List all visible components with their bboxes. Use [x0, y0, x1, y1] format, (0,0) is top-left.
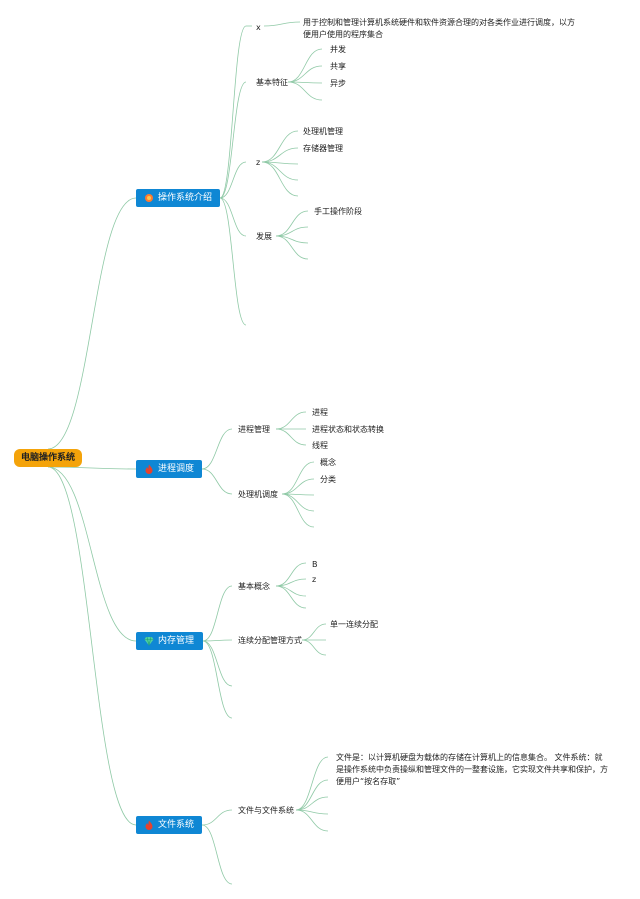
node-process-management[interactable]: 进程管理 [238, 425, 270, 434]
connector-branch-child [201, 809, 233, 826]
node-sharing[interactable]: 共享 [330, 62, 346, 71]
node-basic-concept[interactable]: 基本概念 [238, 582, 270, 591]
connector-child-leaf [261, 161, 299, 197]
connector-child-leaf [281, 478, 315, 495]
branch-memory-management[interactable]: 内存管理 [136, 632, 203, 650]
node-z[interactable]: z [256, 158, 261, 167]
node-development[interactable]: 发展 [256, 232, 272, 241]
branch-label: 内存管理 [158, 636, 195, 646]
node-file-description[interactable]: 文件是：以计算机硬盘为载体的存储在计算机上的信息集合。 文件系统：就是操作系统中… [336, 753, 608, 786]
connector-child-leaf [287, 65, 323, 83]
connector-child-leaf [261, 161, 299, 181]
connector-branch-child [202, 585, 233, 642]
connector-branch-child [202, 640, 233, 719]
node-process-state[interactable]: 进程状态和状态转换 [312, 425, 384, 434]
branch-label: 文件系统 [158, 820, 195, 830]
flame-icon [144, 820, 154, 830]
gem-icon [144, 636, 154, 646]
node-single-contiguous[interactable]: 单一连续分配 [330, 620, 378, 629]
node-file-and-filesystem[interactable]: 文件与文件系统 [238, 806, 294, 815]
branch-label: 进程调度 [158, 464, 195, 474]
connector-child-leaf [263, 21, 301, 27]
branch-file-system[interactable]: 文件系统 [136, 816, 202, 834]
connector-child-leaf [261, 130, 299, 163]
connector-branch-child [219, 161, 247, 199]
connector-child-leaf [281, 493, 315, 512]
connector-child-leaf [295, 809, 329, 832]
root-node[interactable]: 电脑操作系统 [14, 449, 83, 467]
connector-child-leaf [287, 48, 323, 83]
connector-child-leaf [281, 461, 315, 495]
connector-child-leaf [275, 235, 309, 260]
connector-child-leaf [287, 81, 323, 101]
connector-branch-child [202, 639, 233, 642]
connector-child-leaf [295, 796, 329, 811]
flame-icon [144, 464, 154, 474]
connector-child-leaf [295, 756, 329, 811]
connector-child-leaf [275, 578, 307, 587]
connector-branch-child [201, 468, 233, 495]
node-thread[interactable]: 线程 [312, 441, 328, 450]
connector-child-leaf [301, 639, 327, 656]
branch-os-intro[interactable]: 操作系统介绍 [136, 189, 220, 207]
connector-child-leaf [275, 562, 307, 587]
root-label: 电脑操作系统 [21, 453, 76, 463]
connector-branch-child [219, 197, 247, 237]
connector-child-leaf [275, 226, 309, 237]
node-processor-scheduling[interactable]: 处理机调度 [238, 490, 278, 499]
node-async[interactable]: 异步 [330, 79, 346, 88]
connector-child-leaf [261, 147, 299, 163]
sun-badge-icon [144, 193, 154, 203]
connector-child-leaf [295, 779, 329, 811]
node-processor-management[interactable]: 处理机管理 [303, 127, 343, 136]
connector-branch-child [219, 81, 247, 199]
connector-child-leaf [275, 428, 307, 446]
node-z-memory[interactable]: z [312, 575, 317, 584]
node-category[interactable]: 分类 [320, 475, 336, 484]
connector-root-branch [47, 197, 137, 450]
connector-root-branch [47, 466, 137, 826]
connector-root-branch [47, 466, 137, 470]
branch-label: 操作系统介绍 [158, 193, 213, 203]
connector-child-leaf [275, 585, 307, 609]
node-b[interactable]: B [312, 560, 318, 569]
node-x[interactable]: x [256, 23, 261, 32]
connector-branch-child [219, 25, 247, 199]
node-manual-stage[interactable]: 手工操作阶段 [314, 207, 362, 216]
connector-branch-child [201, 824, 233, 885]
node-concurrency[interactable]: 并发 [330, 45, 346, 54]
connector-branch-child [219, 197, 247, 326]
connector-child-leaf [301, 623, 327, 641]
node-storage-management[interactable]: 存储器管理 [303, 144, 343, 153]
node-concept[interactable]: 概念 [320, 458, 336, 467]
branch-process-scheduling[interactable]: 进程调度 [136, 460, 202, 478]
node-process[interactable]: 进程 [312, 408, 328, 417]
connector-branch-child [201, 428, 233, 470]
node-contiguous-allocation[interactable]: 连续分配管理方式 [238, 636, 302, 645]
connector-root-branch [47, 466, 137, 642]
connector-child-leaf [275, 585, 307, 597]
connector-child-leaf [281, 493, 315, 528]
connector-child-leaf [275, 411, 307, 430]
node-basic-features[interactable]: 基本特征 [256, 78, 288, 87]
node-x-description[interactable]: 用于控制和管理计算机系统硬件和软件资源合理的对各类作业进行调度，以方便用户使用的… [303, 18, 575, 39]
connector-child-leaf [275, 210, 309, 237]
